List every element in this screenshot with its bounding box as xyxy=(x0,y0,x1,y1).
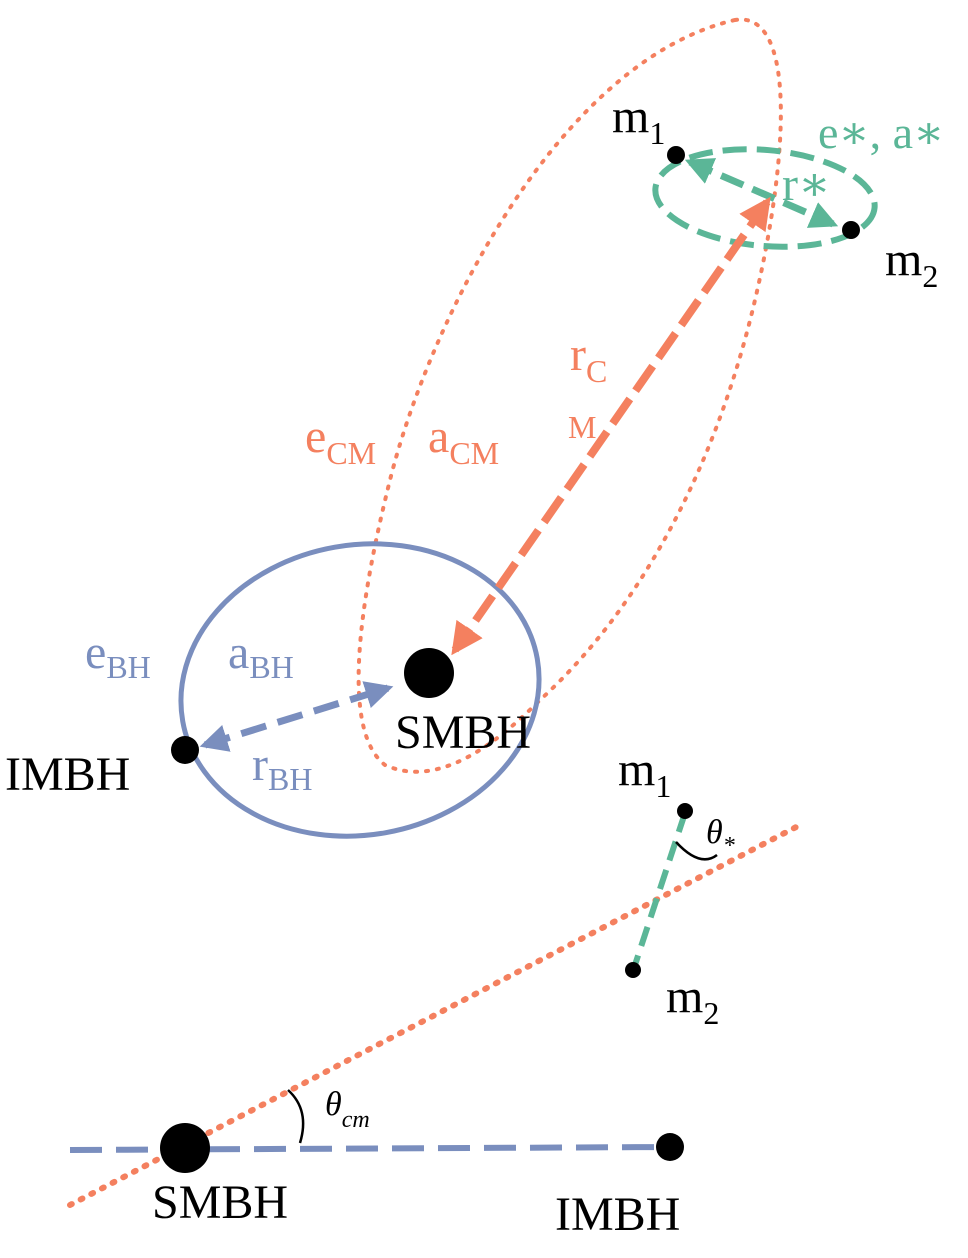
inset-m1-dot xyxy=(677,803,693,819)
r-bh-arrow xyxy=(199,681,394,752)
inset-m2-label: m2 xyxy=(666,970,719,1031)
m1-dot xyxy=(667,146,685,164)
smbh-dot xyxy=(404,648,454,698)
r-cm-label-wrap: M xyxy=(568,409,596,445)
binary-axis-line xyxy=(631,812,688,969)
inset-smbh-label: SMBH xyxy=(152,1176,288,1229)
a-cm-label: aCM xyxy=(428,410,499,471)
inset-imbh-label: IMBH xyxy=(555,1188,680,1241)
inset-m1-label: m1 xyxy=(618,743,671,804)
m2-dot xyxy=(842,221,860,239)
theta-cm-arc xyxy=(287,1089,305,1144)
imbh-label: IMBH xyxy=(5,748,130,801)
e-star-a-star-label: e∗, a∗ xyxy=(818,107,944,158)
smbh-label: SMBH xyxy=(395,706,531,759)
bh-separation-line xyxy=(69,1144,671,1153)
inset-smbh-dot xyxy=(160,1123,210,1173)
theta-cm-label: θcm xyxy=(325,1086,370,1133)
theta-star-arc xyxy=(675,841,718,861)
r-star-arrow xyxy=(684,158,839,228)
binary-orbit-ellipse xyxy=(652,146,878,250)
bh-orbit-ellipse xyxy=(178,541,542,839)
r-bh-label: rBH xyxy=(252,738,312,797)
cm-direction-line xyxy=(67,822,803,1208)
r-cm-label: rC xyxy=(570,328,607,389)
m2-label: m2 xyxy=(885,233,938,294)
inset-imbh-dot xyxy=(656,1133,684,1161)
theta-star-label: θ* xyxy=(706,814,735,859)
inset-m2-dot xyxy=(625,962,641,978)
r-cm-arrow xyxy=(451,196,771,656)
e-bh-label: eBH xyxy=(85,626,151,685)
a-bh-label: aBH xyxy=(228,626,294,685)
imbh-dot xyxy=(171,736,199,764)
e-cm-label: eCM xyxy=(305,410,376,471)
m1-label: m1 xyxy=(612,90,665,151)
r-star-label: r∗ xyxy=(782,158,831,211)
